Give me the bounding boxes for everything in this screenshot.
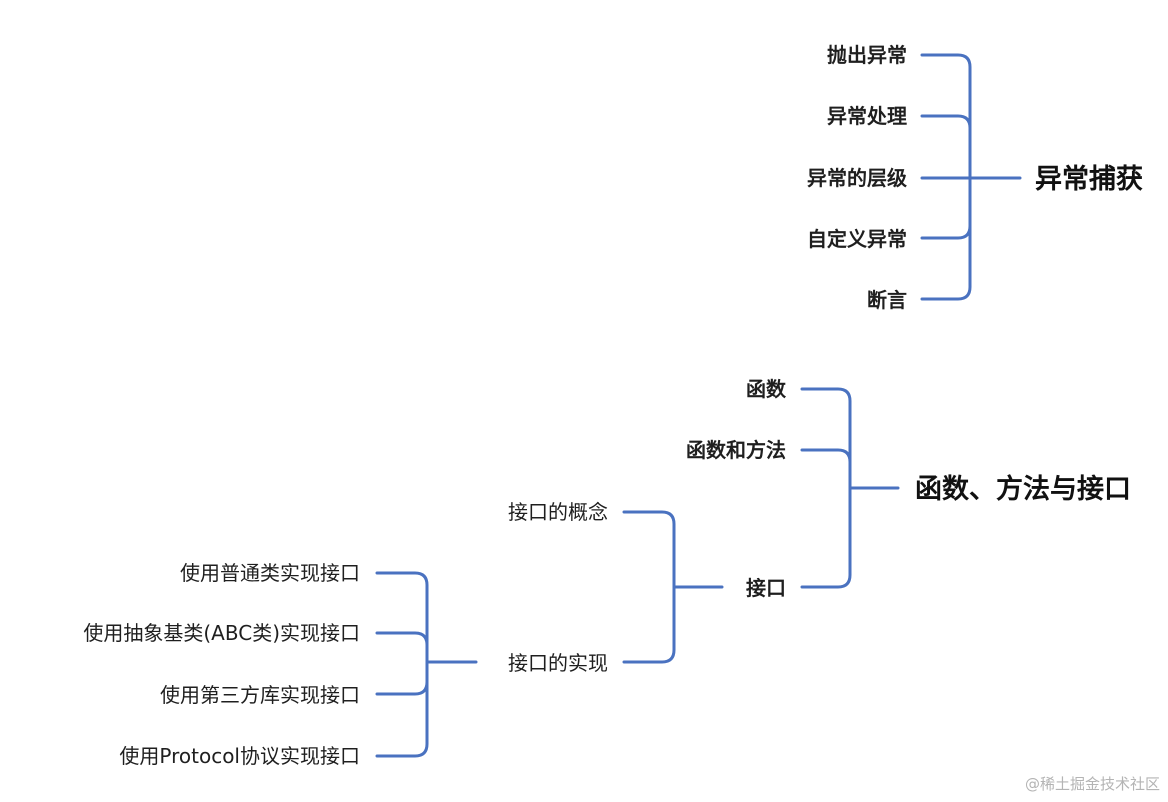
- node-handle-exception: 异常处理: [827, 104, 907, 128]
- node-assert: 断言: [867, 288, 907, 312]
- connector-impl-branch: [375, 571, 429, 758]
- watermark: @稀土掘金技术社区: [1024, 775, 1160, 793]
- node-raise-exception: 抛出异常: [827, 43, 907, 67]
- node-impl-third-party: 使用第三方库实现接口: [160, 683, 360, 707]
- node-impl-regular-class: 使用普通类实现接口: [180, 561, 360, 585]
- connector-impl-child-2: [375, 631, 429, 647]
- connector-tree1-child-4: [920, 224, 972, 240]
- node-impl-abc: 使用抽象基类(ABC类)实现接口: [83, 621, 360, 645]
- connector-tree2-child-2: [800, 448, 852, 464]
- node-interface-concept: 接口的概念: [508, 500, 608, 524]
- node-interface: 接口: [746, 576, 786, 600]
- node-exception-hierarchy: 异常的层级: [807, 166, 907, 190]
- root-functions-methods-interfaces: 函数、方法与接口: [915, 474, 1131, 505]
- connector-interface-branch: [622, 510, 676, 664]
- root-exception-handling: 异常捕获: [1035, 164, 1143, 195]
- connector-impl-child-3: [375, 680, 429, 696]
- node-functions-and-methods: 函数和方法: [686, 438, 786, 462]
- connector-tree1-child-2: [920, 114, 972, 130]
- connector-tree2-branch: [800, 387, 852, 589]
- node-impl-protocol: 使用Protocol协议实现接口: [119, 744, 360, 768]
- node-interface-implementation: 接口的实现: [508, 651, 608, 675]
- node-custom-exception: 自定义异常: [807, 227, 907, 251]
- node-functions: 函数: [746, 377, 786, 401]
